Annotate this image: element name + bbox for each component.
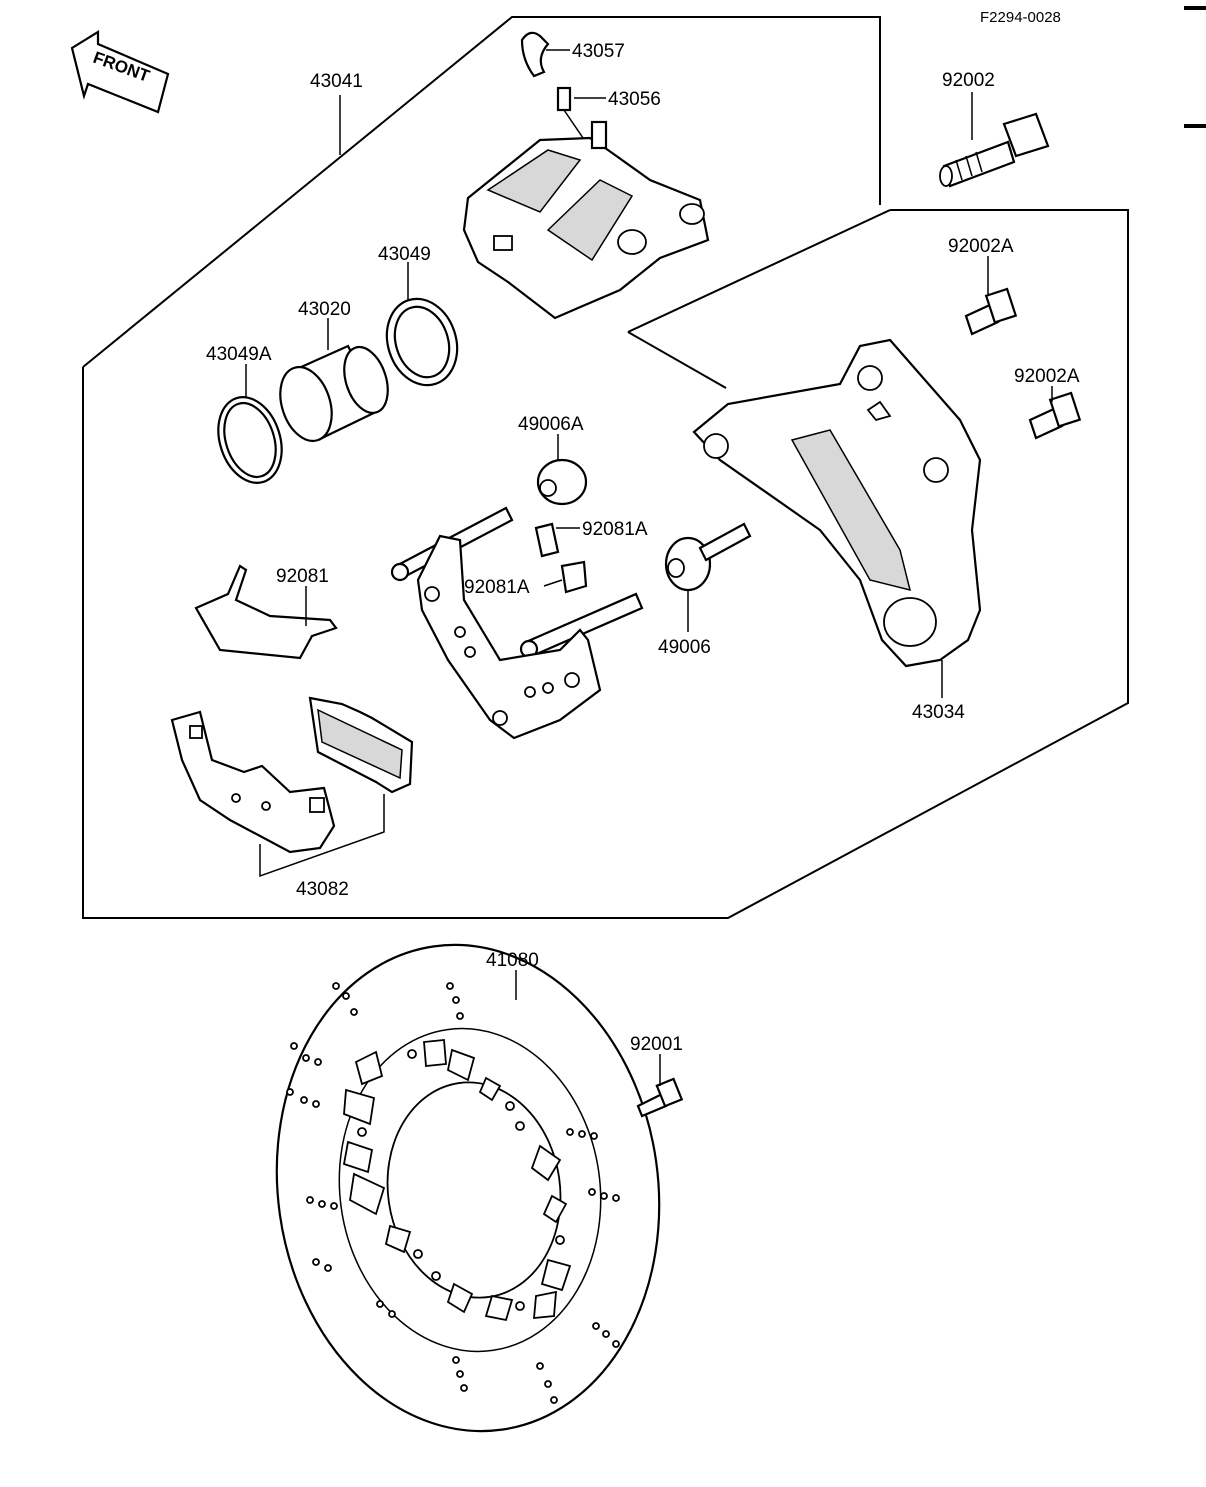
bolt-92002A-bottom-part: [1028, 391, 1082, 440]
brake-pad-outer-part: [308, 696, 414, 794]
leader-43082: [259, 794, 385, 878]
leader-92081A-bottom: [543, 579, 563, 587]
caliper-body-part: [462, 120, 710, 320]
margin-mark-top: [1184, 6, 1206, 10]
label-43049: 43049: [378, 244, 431, 265]
label-49006A: 49006A: [518, 414, 584, 435]
drawing-code: F2294-0028: [980, 9, 1061, 26]
caliper-assembly-outline-upper: [82, 16, 881, 368]
piston-part: [279, 344, 389, 442]
seal-43049-part: [385, 297, 459, 387]
label-92001: 92001: [630, 1034, 683, 1055]
label-43057: 43057: [572, 41, 625, 62]
front-arrow: FRONT: [70, 30, 170, 114]
label-92002: 92002: [942, 70, 995, 91]
label-43034: 43034: [912, 702, 965, 723]
label-49006: 49006: [658, 637, 711, 658]
label-41080: 41080: [486, 950, 539, 971]
label-92002A-bottom: 92002A: [1014, 366, 1080, 387]
label-92081: 92081: [276, 566, 329, 587]
caliper-holder-part: [416, 534, 602, 740]
bolt-92002A-top-part: [964, 287, 1018, 336]
brake-disc-part: [275, 943, 661, 1433]
boot-49006-part: [664, 522, 752, 592]
pad-spring-92081-part: [194, 564, 338, 660]
caliper-assembly-outline: [82, 209, 1129, 919]
sleeve-pin-lower: [519, 592, 644, 659]
label-43049A: 43049A: [206, 344, 272, 365]
disc-bolt-92001-part: [636, 1077, 684, 1118]
label-43020: 43020: [298, 299, 351, 320]
label-92081A-bottom: 92081A: [464, 577, 530, 598]
bolt-92002-part: [939, 112, 1050, 188]
boot-49006A-part: [536, 458, 588, 506]
seal-43049A-part: [217, 396, 283, 484]
bracket-divider-line-lower: [627, 331, 727, 389]
label-43041: 43041: [310, 71, 363, 92]
label-92081A-top: 92081A: [582, 519, 648, 540]
label-43056: 43056: [608, 89, 661, 110]
margin-mark-bottom: [1184, 124, 1206, 128]
bracket-divider-line: [627, 209, 891, 333]
clip-92081A-bottom-part: [560, 560, 588, 594]
caliper-bracket-part: [692, 338, 982, 668]
bleeder-cap-part: [520, 31, 550, 78]
label-92002A-top: 92002A: [948, 236, 1014, 257]
label-43082: 43082: [296, 879, 349, 900]
clip-92081A-top-part: [534, 522, 560, 558]
brake-pad-inner-part: [170, 710, 336, 854]
